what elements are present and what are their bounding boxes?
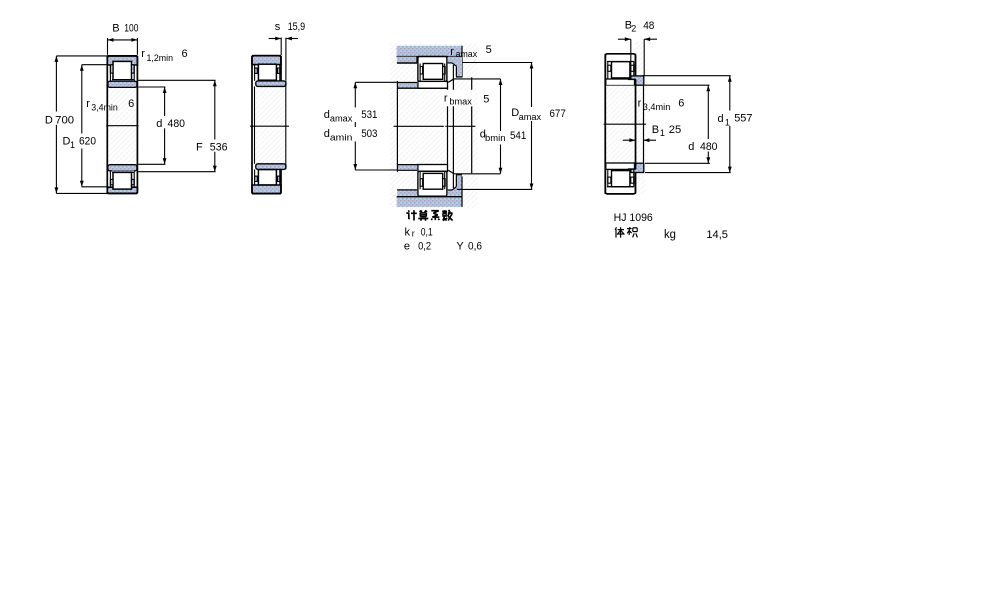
svg-text:25: 25 bbox=[669, 124, 682, 136]
svg-text:r: r bbox=[86, 98, 90, 110]
svg-text:amin: amin bbox=[330, 132, 353, 142]
svg-text:d: d bbox=[718, 113, 724, 125]
svg-text:15,9: 15,9 bbox=[288, 21, 306, 33]
svg-text:0,2: 0,2 bbox=[418, 241, 431, 253]
svg-text:r: r bbox=[638, 98, 642, 110]
svg-text:B: B bbox=[652, 124, 659, 136]
svg-text:700: 700 bbox=[55, 114, 74, 126]
svg-text:100: 100 bbox=[124, 23, 138, 35]
svg-text:d: d bbox=[324, 128, 330, 140]
svg-text:503: 503 bbox=[361, 128, 377, 140]
svg-text:6: 6 bbox=[182, 48, 188, 60]
svg-text:d: d bbox=[156, 118, 162, 130]
svg-text:B: B bbox=[112, 23, 119, 35]
svg-text:s: s bbox=[275, 21, 281, 33]
svg-text:677: 677 bbox=[550, 108, 566, 120]
svg-text:amax: amax bbox=[456, 49, 478, 59]
svg-text:480: 480 bbox=[700, 141, 718, 153]
svg-text:d: d bbox=[324, 109, 330, 121]
svg-text:r: r bbox=[450, 46, 454, 58]
svg-text:Y: Y bbox=[456, 241, 464, 253]
svg-text:amax: amax bbox=[330, 114, 353, 124]
svg-text:1: 1 bbox=[660, 128, 665, 138]
svg-text:3,4min: 3,4min bbox=[91, 103, 118, 113]
svg-text:D: D bbox=[511, 107, 519, 119]
svg-text:d: d bbox=[688, 141, 694, 153]
svg-text:D: D bbox=[45, 114, 53, 126]
svg-text:541: 541 bbox=[510, 130, 526, 142]
svg-text:480: 480 bbox=[168, 118, 186, 130]
svg-text:48: 48 bbox=[643, 20, 654, 32]
svg-text:3,4min: 3,4min bbox=[643, 102, 671, 112]
svg-text:HJ 1096: HJ 1096 bbox=[614, 212, 653, 224]
svg-text:0,1: 0,1 bbox=[421, 226, 433, 238]
svg-text:B: B bbox=[625, 20, 632, 32]
svg-text:6: 6 bbox=[678, 98, 684, 110]
svg-text:bmax: bmax bbox=[449, 97, 472, 107]
svg-text:d: d bbox=[480, 129, 486, 141]
svg-text:k: k bbox=[405, 226, 411, 238]
svg-text:r: r bbox=[141, 48, 145, 60]
svg-text:e: e bbox=[404, 241, 410, 253]
svg-text:6: 6 bbox=[128, 98, 134, 110]
svg-text:620: 620 bbox=[79, 135, 96, 147]
svg-text:0,6: 0,6 bbox=[468, 241, 482, 253]
svg-text:F: F bbox=[196, 141, 203, 153]
svg-text:D: D bbox=[63, 135, 71, 147]
svg-text:amax: amax bbox=[519, 112, 542, 122]
svg-text:5: 5 bbox=[486, 44, 492, 56]
svg-text:r: r bbox=[444, 92, 448, 104]
svg-text:2: 2 bbox=[631, 23, 636, 33]
svg-text:1,2min: 1,2min bbox=[147, 53, 174, 63]
svg-text:536: 536 bbox=[210, 141, 228, 153]
svg-text:r: r bbox=[412, 229, 415, 239]
svg-text:bmin: bmin bbox=[485, 133, 506, 143]
svg-text:557: 557 bbox=[734, 113, 752, 125]
svg-text:14,5: 14,5 bbox=[706, 229, 728, 241]
svg-text:1: 1 bbox=[725, 117, 730, 127]
svg-text:5: 5 bbox=[483, 94, 489, 106]
svg-text:531: 531 bbox=[361, 109, 377, 121]
svg-text:1: 1 bbox=[70, 140, 75, 150]
svg-text:kg: kg bbox=[664, 229, 676, 241]
